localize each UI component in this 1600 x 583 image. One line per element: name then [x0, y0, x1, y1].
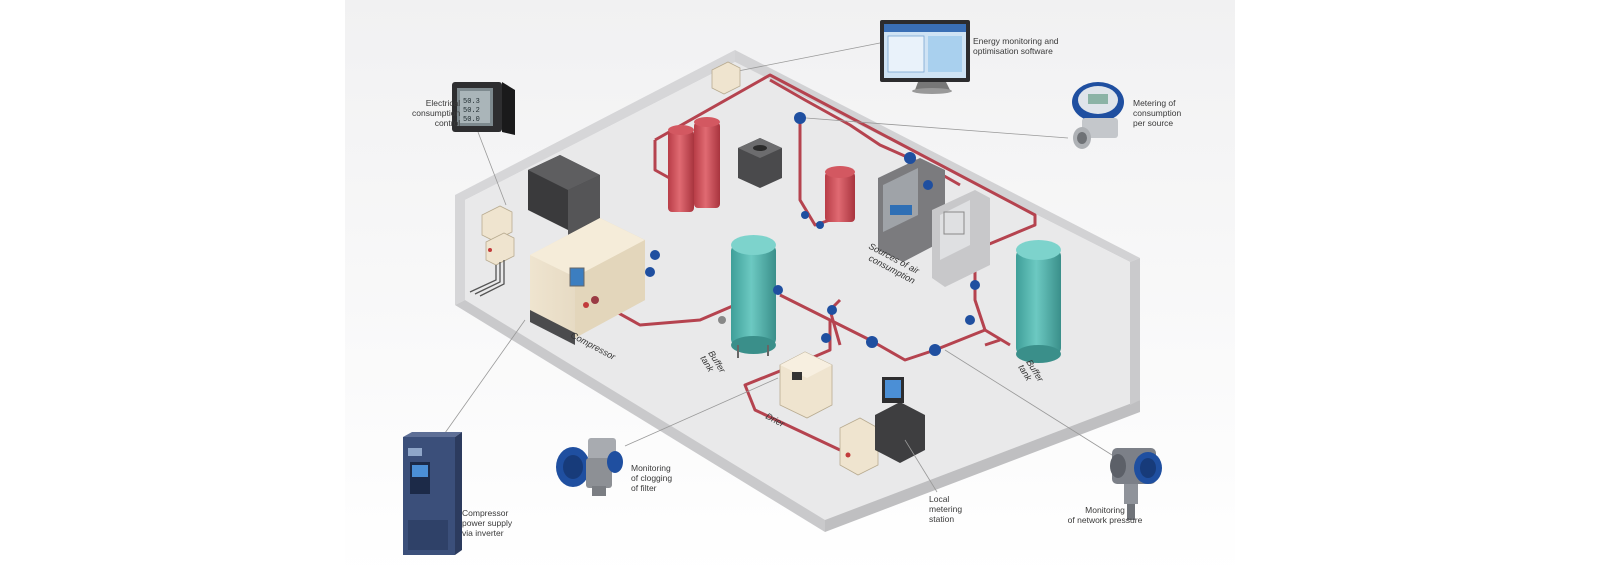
floor-edge-front-left [455, 300, 825, 532]
callout-inverter: Compressor power supply via inverter [462, 508, 512, 538]
svg-text:50.2: 50.2 [463, 107, 480, 115]
callout-network-pressure: Monitoring of network pressure [1050, 505, 1160, 525]
callout-line: Metering of [1133, 98, 1176, 108]
callout-line: metering [929, 504, 963, 514]
flow-meters [591, 112, 980, 356]
callout-filter-clogging: Monitoring of clogging of filter [631, 463, 672, 493]
wall-sensor-box [711, 61, 741, 95]
callout-metering-source: Metering of consumption per source [1133, 98, 1181, 128]
callout-line: Energy monitoring and [973, 36, 1059, 46]
svg-text:50.3: 50.3 [463, 98, 480, 106]
callout-line: control [434, 118, 461, 128]
callout-line: of clogging [631, 473, 673, 483]
callout-line: via inverter [462, 528, 504, 538]
monitor-icon [880, 20, 970, 94]
local-metering-console [875, 377, 925, 463]
callout-line: optimisation software [973, 46, 1053, 56]
local-metering-cabinet [839, 417, 879, 476]
callout-line: Electrical [425, 98, 461, 108]
buffer-tank-right [1016, 240, 1061, 363]
drier-unit [779, 351, 833, 419]
network-pressure-sensor-icon [1110, 448, 1162, 520]
leader-lines [439, 41, 1113, 493]
electrical-cabinets [469, 205, 515, 297]
callout-line: Monitoring [631, 463, 671, 473]
callout-energy-software: Energy monitoring and optimisation softw… [973, 36, 1059, 56]
consumer-machine-dark [738, 138, 782, 188]
svg-text:50.0: 50.0 [463, 116, 480, 124]
red-tank-small [825, 166, 855, 222]
red-tank-pair [668, 117, 720, 212]
pressure-transmitter-icon [556, 438, 623, 496]
callout-line: power supply [462, 518, 513, 528]
compressor-unit [530, 218, 645, 345]
callout-line: station [929, 514, 955, 524]
callout-line: of filter [631, 483, 657, 493]
floor [465, 62, 1130, 525]
callout-line: consumption [1133, 108, 1182, 118]
callout-line: per source [1133, 118, 1174, 128]
buffer-tank-left [731, 235, 776, 358]
inverter-drive-icon [403, 432, 462, 555]
callout-local-station: Local metering station [929, 494, 962, 524]
callout-line: Local [929, 494, 950, 504]
callout-line: of network pressure [1067, 515, 1143, 525]
floor-edge-front-right [825, 400, 1140, 532]
power-meter-icon: 50.3 50.2 50.0 [452, 82, 515, 135]
wall-right-end [1130, 258, 1140, 405]
wall-right [735, 50, 1140, 262]
wall-left [455, 50, 735, 305]
callout-electrical-control: Electrical consumption control [412, 98, 460, 128]
callout-line: consumption [412, 108, 461, 118]
callout-line: Compressor [462, 508, 509, 518]
flowmeter-icon [1072, 82, 1124, 149]
callout-line: Monitoring [1085, 505, 1125, 515]
